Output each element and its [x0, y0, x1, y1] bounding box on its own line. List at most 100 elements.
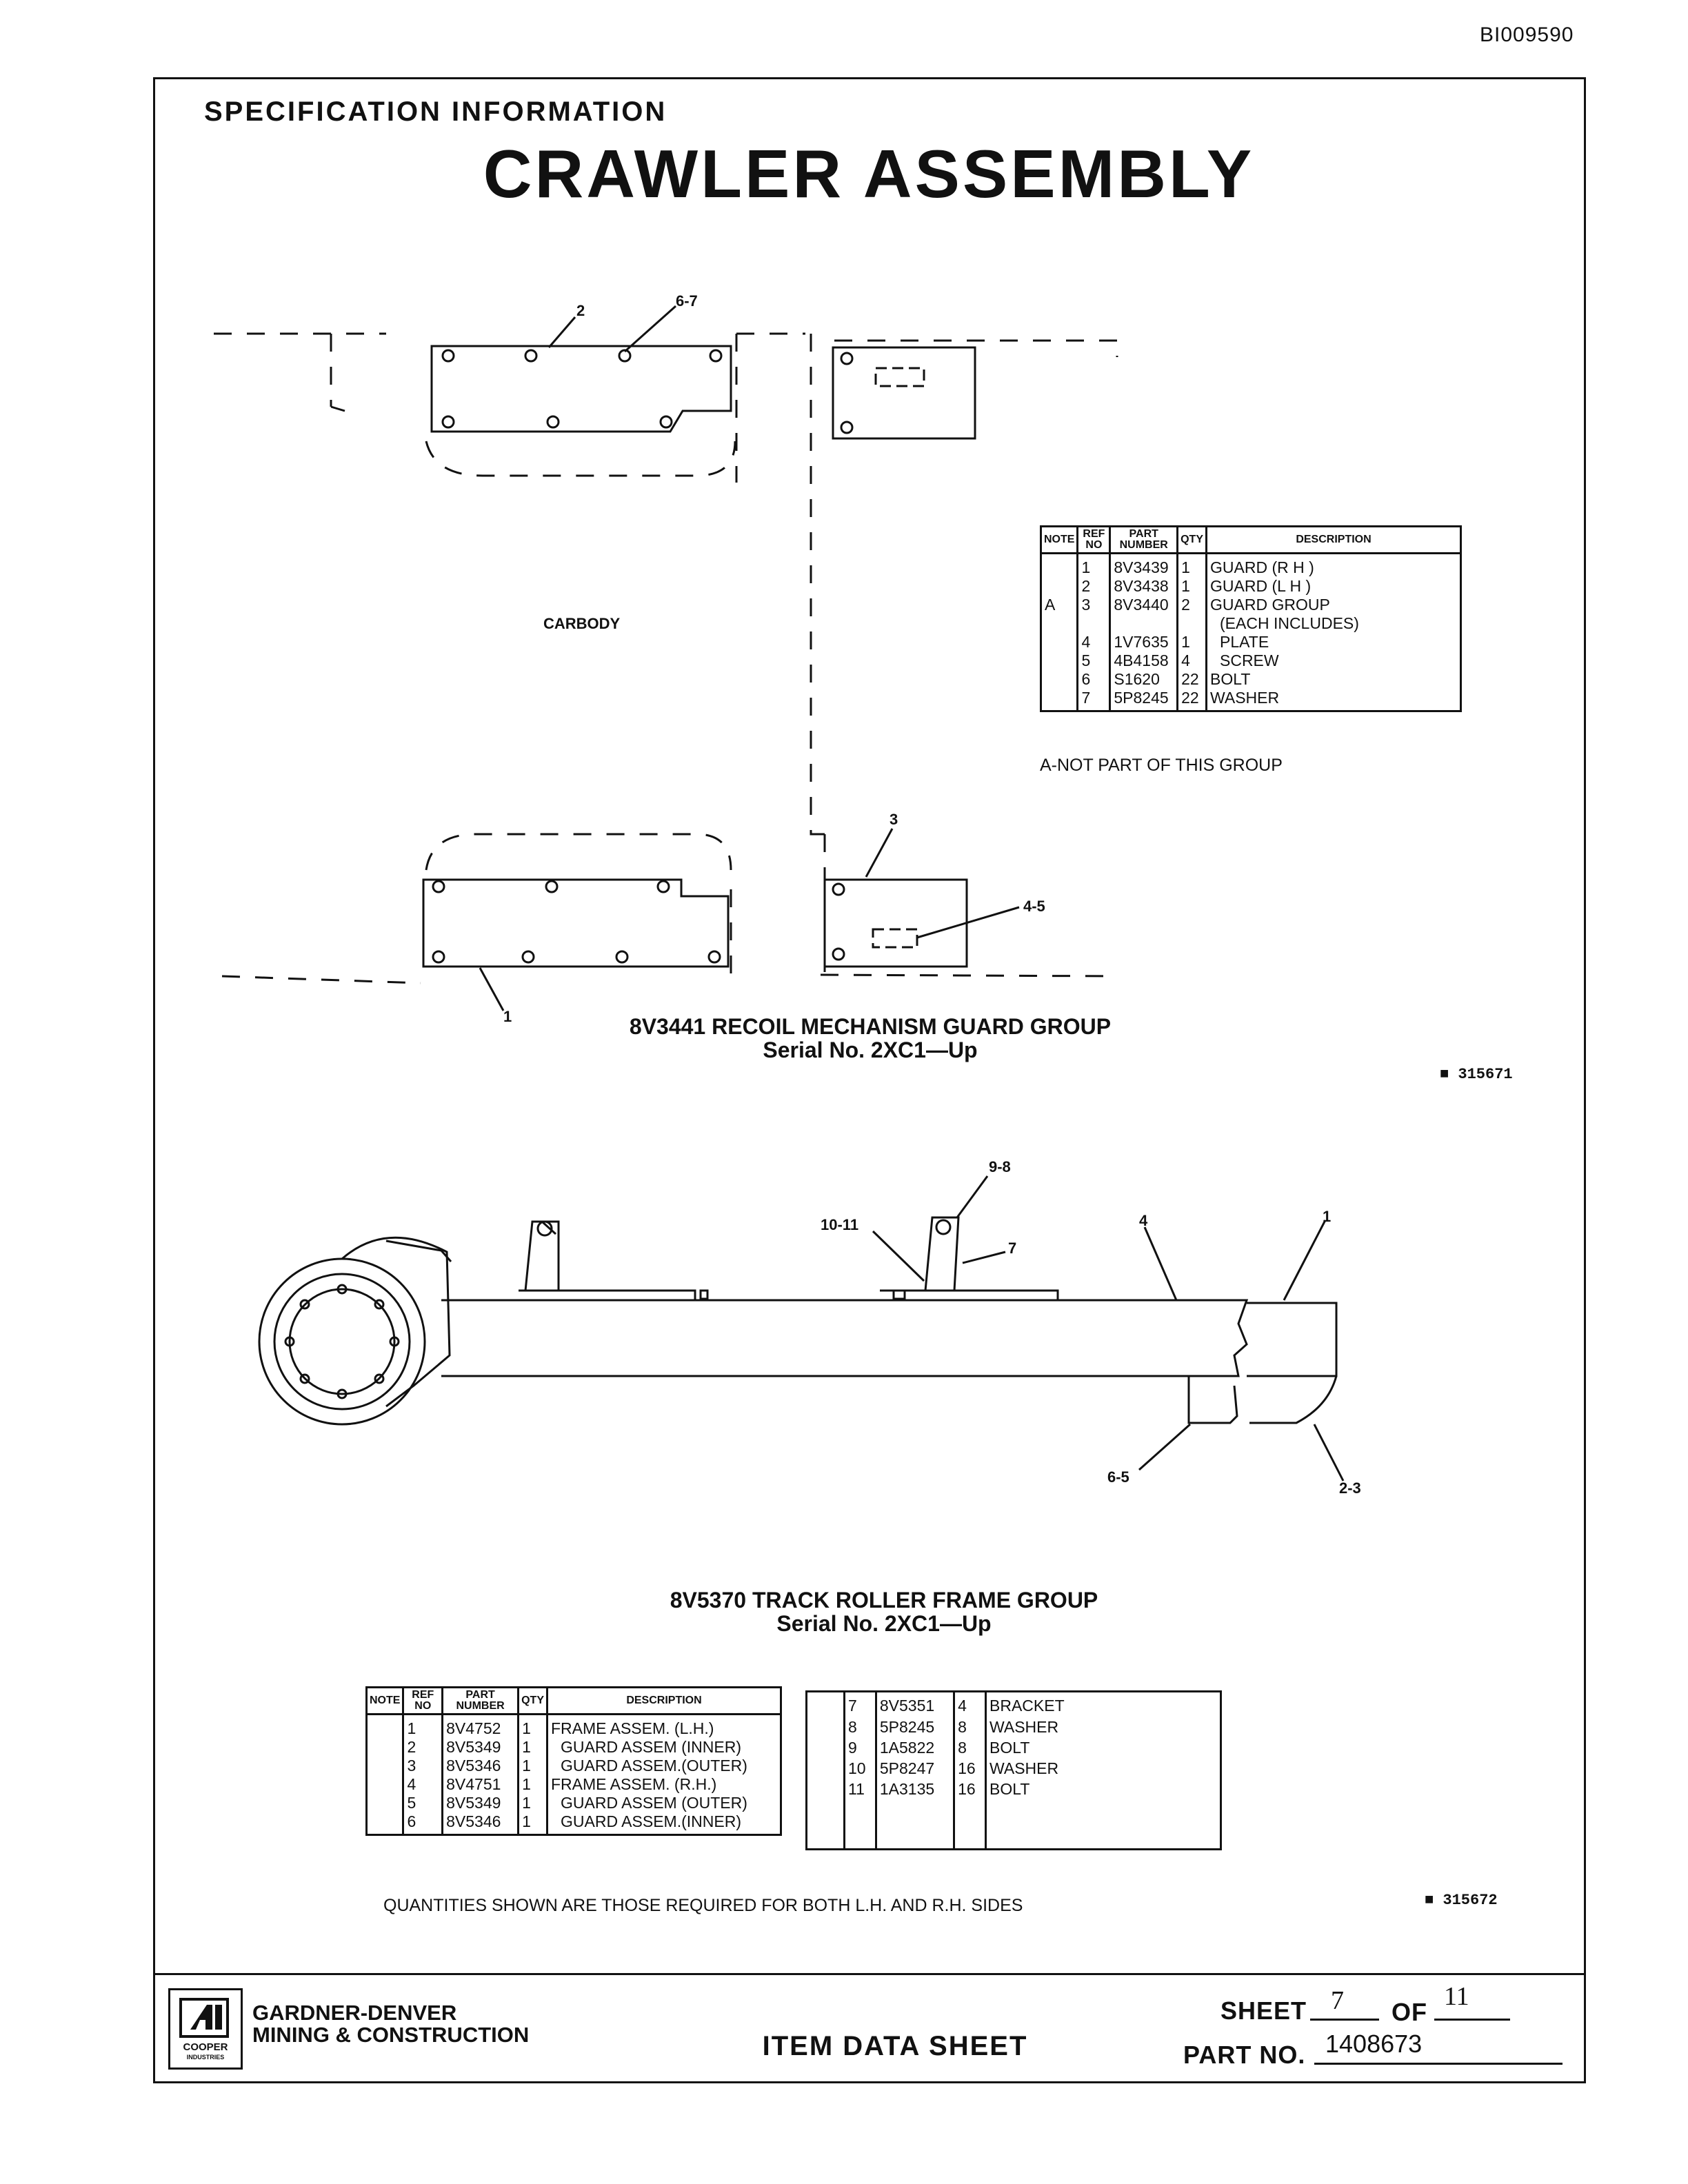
table-cell: 6: [1076, 670, 1112, 689]
table-cell: 8V3440: [1109, 596, 1179, 614]
table-cell: A: [1039, 596, 1079, 614]
callout-ref-3: 3: [890, 811, 898, 828]
table-row: (EACH INCLUDES): [1039, 614, 1462, 633]
table-cell: 8V5346: [441, 1812, 520, 1836]
callout-ref-4-5: 4-5: [1023, 898, 1045, 915]
table-cell: 8V5346: [441, 1757, 520, 1775]
company-name: GARDNER-DENVER MINING & CONSTRUCTION: [252, 2001, 530, 2047]
table-cell: 11: [843, 1780, 877, 1801]
table-cell: GUARD (L H ): [1205, 577, 1462, 596]
table-cell: 4: [1176, 651, 1207, 670]
table-cell: 2: [402, 1738, 444, 1757]
table-cell: [953, 1801, 987, 1850]
recoil-caption: 8V3441 RECOIL MECHANISM GUARD GROUP Seri…: [594, 1015, 1146, 1062]
page-border: [153, 77, 1586, 2083]
table-header-cell: PART NUMBER: [441, 1686, 520, 1715]
section-heading: SPECIFICATION INFORMATION: [204, 97, 667, 127]
carbody-label: CARBODY: [543, 615, 621, 632]
guard-group-upper: [832, 346, 976, 440]
table-cell: [843, 1801, 877, 1850]
track-caption-title: 8V5370 TRACK ROLLER FRAME GROUP: [670, 1588, 1098, 1612]
table-header-cell: REF NO: [402, 1686, 444, 1715]
callout-ref-1: 1: [503, 1008, 512, 1025]
of-label: OF: [1391, 1998, 1427, 2026]
table-cell: 4: [1076, 633, 1112, 651]
callout-ref-9-8: 9-8: [989, 1158, 1011, 1175]
table-header-cell: NOTE: [365, 1686, 405, 1715]
table-cell: 8: [953, 1717, 987, 1739]
table-cell: 1: [517, 1794, 548, 1812]
callout-ref-7: 7: [1008, 1240, 1017, 1257]
table-cell: [365, 1794, 405, 1812]
table-cell: 8V5349: [441, 1738, 520, 1757]
table-cell: GUARD ASSEM (OUTER): [546, 1794, 782, 1812]
callout-ref-6-5: 6-5: [1107, 1468, 1129, 1486]
recoil-caption-serial: Serial No. 2XC1—Up: [763, 1038, 978, 1062]
table-cell: [805, 1780, 845, 1801]
table-cell: [1176, 614, 1207, 633]
table-cell: 1: [1176, 553, 1207, 577]
table-cell: SCREW: [1205, 651, 1462, 670]
table-cell: 2: [1176, 596, 1207, 614]
table-cell: 1: [1176, 577, 1207, 596]
track-caption: 8V5370 TRACK ROLLER FRAME GROUP Serial N…: [608, 1588, 1160, 1635]
table-cell: [1109, 614, 1179, 633]
footer-divider: [153, 1973, 1586, 1975]
table-cell: 1: [402, 1714, 444, 1738]
callout-ref-2-3: 2-3: [1339, 1479, 1361, 1497]
table-cell: FRAME ASSEM. (L.H.): [546, 1714, 782, 1738]
table-cell: 3: [1076, 596, 1112, 614]
table-cell: [365, 1757, 405, 1775]
table-cell: 22: [1176, 689, 1207, 712]
guard-lh-upper: [430, 345, 732, 433]
table-cell: BOLT: [1205, 670, 1462, 689]
table-cell: [805, 1801, 845, 1850]
table-cell: [365, 1714, 405, 1738]
table-cell: GUARD ASSEM.(OUTER): [546, 1757, 782, 1775]
table-cell: 4: [953, 1691, 987, 1718]
col-part: PART NUMBER: [1109, 525, 1179, 554]
guard-rh-lower: [422, 878, 730, 968]
page-title: CRAWLER ASSEMBLY: [483, 136, 1255, 212]
table-header-cell: DESCRIPTION: [546, 1686, 782, 1715]
sheet-number: 7: [1331, 1986, 1344, 2015]
callout-ref-10-11: 10-11: [821, 1216, 859, 1233]
table-cell: [1039, 614, 1079, 633]
cooper-logo-mark: [179, 1998, 229, 2038]
table-cell: 3: [402, 1757, 444, 1775]
table-cell: GUARD (R H ): [1205, 553, 1462, 577]
track-roller-frame: [258, 1216, 1338, 1426]
table-cell: 8: [843, 1717, 877, 1739]
table-cell: 8V4751: [441, 1775, 520, 1794]
table-cell: [365, 1775, 405, 1794]
callout-ref-2: 2: [576, 302, 585, 319]
table-cell: 1V7635: [1109, 633, 1179, 651]
table-cell: 9: [843, 1739, 877, 1760]
table-cell: 2: [1076, 577, 1112, 596]
table-cell: 8V3439: [1109, 553, 1179, 577]
table-cell: [805, 1739, 845, 1760]
cooper-logo: COOPER INDUSTRIES: [168, 1988, 243, 2070]
table-cell: [1039, 651, 1079, 670]
callout-ref-4: 4: [1139, 1212, 1148, 1229]
table-cell: 10: [843, 1759, 877, 1781]
table-cell: [1039, 670, 1079, 689]
table-cell: [1076, 614, 1112, 633]
table-cell: 1: [517, 1757, 548, 1775]
table-cell: 5: [402, 1794, 444, 1812]
table-cell: [805, 1717, 845, 1739]
table-cell: WASHER: [985, 1717, 1222, 1739]
table-cell: 16: [953, 1780, 987, 1801]
